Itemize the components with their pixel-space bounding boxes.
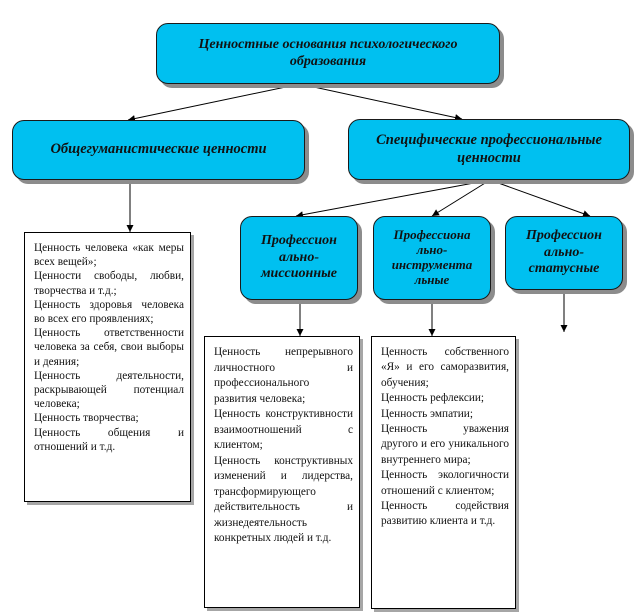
list-item: Ценность общения и отношений и т.д.: [34, 426, 184, 453]
node-specific-values: Специфические профессиональные ценности: [348, 119, 630, 180]
node-general-line: Общегуманистические ценности: [50, 141, 267, 158]
node-mission-line: миссионные: [260, 266, 338, 282]
list-item: Ценность конструктивных изменений и лиде…: [214, 454, 353, 545]
list-item: Ценность экологичности отношений с клиен…: [381, 469, 509, 497]
node-status-line: статусные: [528, 261, 600, 277]
edge-specific-to-instrumental: [431, 179, 491, 217]
list-item: Ценность здоровья человека во всех его п…: [34, 298, 184, 326]
list-item: Ценность творчества;: [34, 412, 139, 425]
node-specific-line: ценности: [457, 149, 521, 166]
node-root: Ценностные основания психологического об…: [156, 23, 500, 84]
node-status-line: ально-: [543, 244, 585, 260]
node-general-values: Общегуманистические ценности: [12, 120, 305, 180]
node-mission-line: Профессион: [261, 232, 337, 248]
node-root-line: образования: [289, 53, 367, 69]
list-item: Ценность содействия развитию клиента и т…: [381, 500, 509, 528]
node-instrumental-line: льные: [414, 271, 450, 287]
list-item: Ценность человека «как меры всех вещей»;: [34, 242, 184, 269]
node-status-line: Профессион: [526, 227, 602, 243]
edge-root-to-specific: [299, 83, 463, 121]
mission-values-list: Ценность непрерывного личностного и проф…: [204, 336, 360, 608]
instrumental-values-list: Ценность собственного «Я» и его саморазв…: [371, 336, 516, 609]
list-item: Ценность ответственности человека за себ…: [34, 327, 184, 368]
list-item: Ценность непрерывного личностного и проф…: [214, 346, 353, 405]
node-instrumental-line: инструмента: [391, 257, 473, 272]
node-mission-line: ально-: [278, 249, 319, 265]
general-values-list: Ценность человека «как меры всех вещей»;…: [24, 232, 191, 502]
node-instrumental-line: Профессиона: [393, 227, 471, 243]
edge-specific-to-mission: [295, 179, 491, 219]
list-item: Ценность эмпатии;: [381, 407, 473, 420]
edge-root-to-general: [127, 83, 301, 122]
node-root-line: Ценностные основания психологического: [198, 36, 458, 52]
node-specific-line: Специфические профессиональные: [376, 132, 602, 149]
node-mission-values: Профессион ально- миссионные: [240, 216, 358, 300]
node-status-values: Профессион ально- статусные: [505, 216, 623, 290]
list-item: Ценность деятельности, раскрывающей поте…: [34, 369, 184, 411]
node-instrumental-values: Профессиона льно- инструмента льные: [373, 216, 491, 300]
edge-specific-to-status: [489, 179, 591, 217]
list-item: Ценности свободы, любви, творчества и т.…: [34, 270, 184, 297]
list-item: Ценность рефлексии;: [381, 392, 485, 405]
node-instrumental-line: льно-: [416, 242, 448, 258]
list-item: Ценность уважения другого и его уникальн…: [381, 423, 509, 466]
list-item: Ценность собственного «Я» и его саморазв…: [381, 346, 509, 389]
list-item: Ценность конструктивности взаимоотношени…: [214, 408, 353, 451]
